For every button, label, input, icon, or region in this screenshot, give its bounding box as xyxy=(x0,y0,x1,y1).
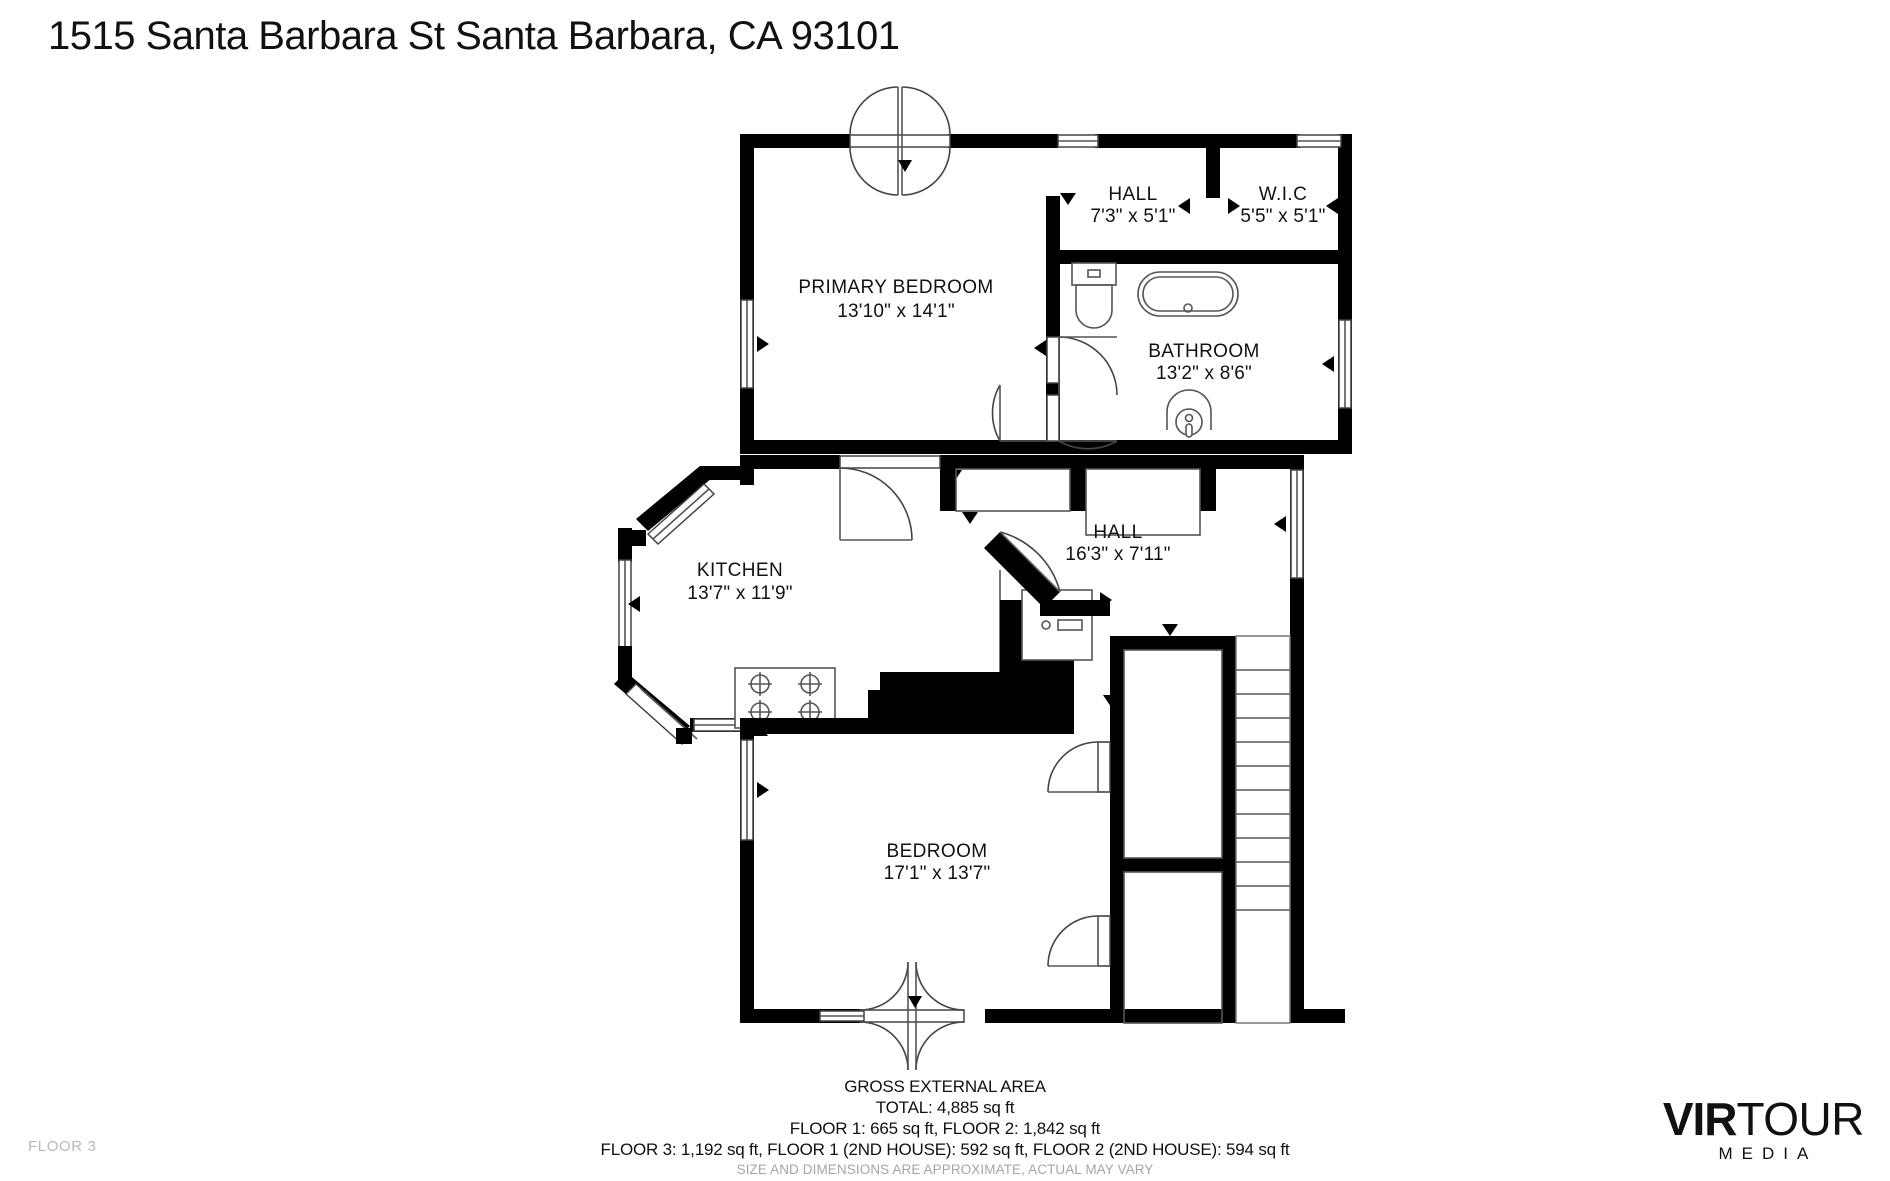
window-top-left xyxy=(1057,134,1099,148)
window-top-right xyxy=(1296,134,1342,148)
floor-tag: FLOOR 3 xyxy=(28,1138,97,1155)
bathroom-door[interactable] xyxy=(1034,336,1118,396)
closet-door-upper[interactable] xyxy=(1047,741,1111,793)
french-door-primary-bedroom[interactable] xyxy=(849,86,951,196)
staircase xyxy=(1235,635,1291,1024)
closet-door-lower[interactable] xyxy=(1047,915,1111,967)
room-dim-bathroom: 13'2" x 8'6" xyxy=(1156,363,1252,384)
diagonal-door-kitchen-hall[interactable] xyxy=(962,512,1110,616)
bedroom-closets xyxy=(1103,624,1236,1024)
footer-line-heading: GROSS EXTERNAL AREA xyxy=(844,1077,1046,1096)
logo-text-tour: TOUR xyxy=(1736,1093,1865,1145)
footer-line-floors-2: FLOOR 3: 1,192 sq ft, FLOOR 1 (2ND HOUSE… xyxy=(600,1140,1290,1159)
room-dim-bedroom: 17'1" x 13'7" xyxy=(884,863,991,884)
room-label-kitchen: KITCHEN xyxy=(697,560,783,581)
room-dim-kitchen: 13'7" x 11'9" xyxy=(687,583,792,604)
room-label-wic: W.I.C xyxy=(1259,184,1307,205)
door-markers-hall-wic xyxy=(1060,193,1338,264)
room-label-bathroom: BATHROOM xyxy=(1148,341,1260,362)
gross-area-footer: GROSS EXTERNAL AREA TOTAL: 4,885 sq ft F… xyxy=(0,1076,1890,1177)
window-bedroom-left xyxy=(740,739,769,841)
window-primary-bedroom-left xyxy=(740,299,769,389)
window-bathroom-right xyxy=(1322,319,1352,409)
kitchen-cabinet-mass xyxy=(740,718,868,734)
kitchen-door[interactable] xyxy=(839,455,962,541)
toilet-fixture xyxy=(1071,262,1117,329)
room-label-primary-bedroom: PRIMARY BEDROOM xyxy=(798,277,993,298)
room-label-hall-main: HALL xyxy=(1093,522,1142,543)
closet-boxes-top xyxy=(955,468,1201,536)
footer-line-floors-1: FLOOR 1: 665 sq ft, FLOOR 2: 1,842 sq ft xyxy=(789,1119,1101,1138)
room-dim-wic: 5'5" x 5'1" xyxy=(1240,206,1325,227)
french-door-bedroom-exit[interactable] xyxy=(859,961,965,1071)
virtour-media-logo: VIRTOUR MEDIA xyxy=(1662,1093,1865,1164)
range-cooktop xyxy=(734,667,836,736)
room-dim-hall-upper: 7'3" x 5'1" xyxy=(1090,206,1175,227)
logo-text-media: MEDIA xyxy=(1718,1144,1818,1163)
window-bottom-wall xyxy=(819,1010,865,1022)
sink-fixture xyxy=(1166,389,1212,438)
room-dim-hall-main: 16'3" x 7'11" xyxy=(1065,544,1170,565)
page-title: 1515 Santa Barbara St Santa Barbara, CA … xyxy=(48,14,900,58)
footer-disclaimer: SIZE AND DIMENSIONS ARE APPROXIMATE, ACT… xyxy=(736,1162,1154,1177)
primary-bedroom-door[interactable] xyxy=(991,384,1118,450)
kitchen-counters xyxy=(868,570,1112,734)
footer-line-total: TOTAL: 4,885 sq ft xyxy=(875,1098,1015,1117)
bathtub-fixture xyxy=(1137,271,1239,317)
room-label-bedroom: BEDROOM xyxy=(887,841,988,862)
window-hall-right xyxy=(1274,469,1304,579)
room-label-hall-upper: HALL xyxy=(1108,184,1157,205)
room-dim-primary-bedroom: 13'10" x 14'1" xyxy=(837,301,955,322)
logo-text-vir: VIR xyxy=(1662,1093,1738,1145)
